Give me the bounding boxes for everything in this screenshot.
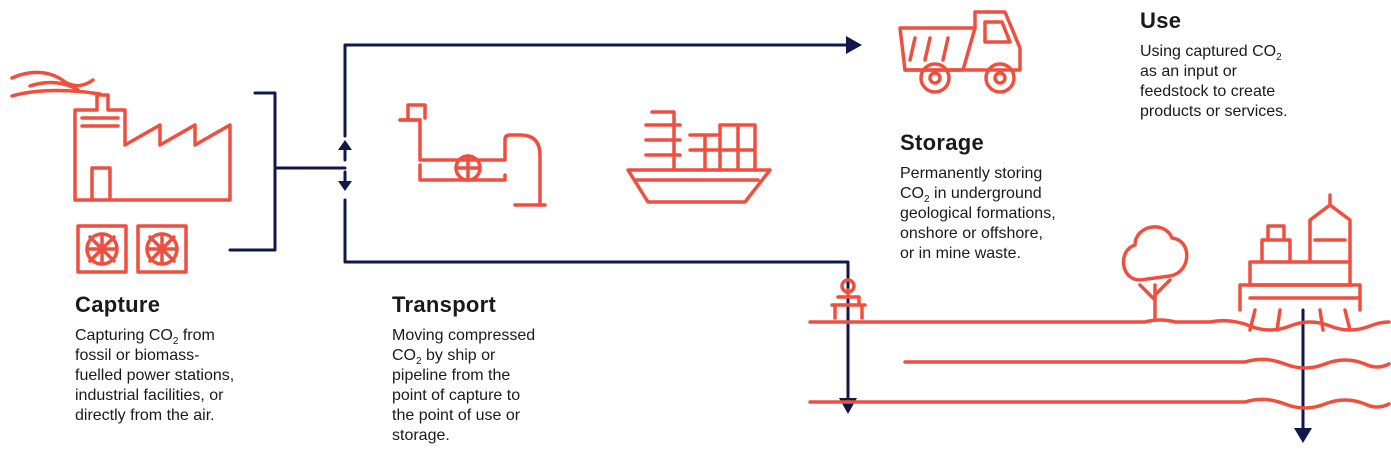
pipeline-icon: [398, 103, 547, 207]
storage-title: Storage: [900, 130, 985, 155]
factory-connector: [253, 91, 347, 170]
dump-truck-icon: [898, 10, 1022, 94]
capture-title: Capture: [75, 292, 161, 317]
transport-title: Transport: [392, 292, 497, 317]
use-block: Use Using captured CO2 as an input or fe…: [1140, 8, 1385, 122]
offshore-rig-icon: [1238, 193, 1362, 332]
storage-description: Permanently storing CO2 in underground g…: [900, 165, 1056, 262]
ground-lines: [808, 318, 1391, 410]
capture-block: Capture Capturing CO2 from fossil or bio…: [75, 292, 315, 426]
tree-icon: [1121, 225, 1189, 320]
arrow-down-icon: [1294, 428, 1312, 443]
fan-connector: [228, 166, 277, 252]
use-title: Use: [1140, 8, 1182, 33]
main-flow-lower: [343, 198, 850, 405]
arrow-right-icon: [846, 36, 862, 54]
storage-block: Storage Permanently storing CO2 in under…: [900, 130, 1140, 264]
wellhead-icon: [830, 278, 867, 320]
arrow-down-head: [338, 181, 352, 191]
use-description: Using captured CO2 as an input or feedst…: [1140, 43, 1288, 120]
ship-icon: [626, 110, 772, 204]
fan-unit-icon: [76, 224, 188, 274]
flow-lines: [228, 43, 1305, 432]
transport-description: Moving compressed CO2 by ship or pipelin…: [392, 327, 536, 444]
capture-description: Capturing CO2 from fossil or biomass- fu…: [75, 327, 235, 424]
arrow-up-head: [338, 140, 352, 150]
factory-icon: [73, 93, 232, 202]
main-flow-upper: [343, 43, 850, 138]
transport-block: Transport Moving compressed CO2 by ship …: [392, 292, 612, 446]
smoke-icon: [10, 70, 102, 98]
